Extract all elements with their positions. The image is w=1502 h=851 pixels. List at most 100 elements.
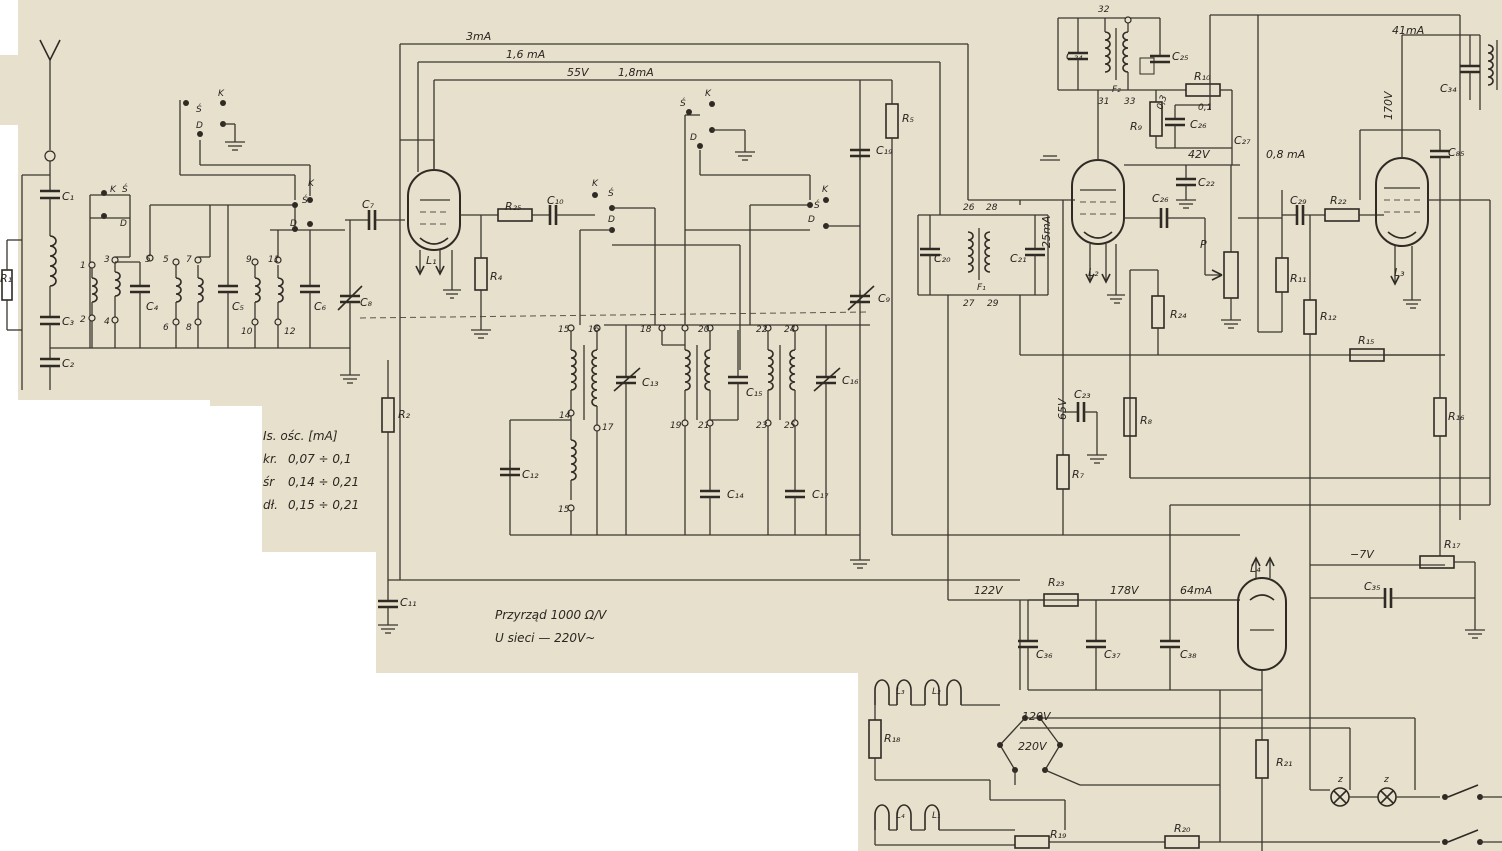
osc-row-kr-band: kr. <box>263 452 278 466</box>
label-heater-l2: L₂ <box>932 687 941 697</box>
label-r4: R₄ <box>490 270 503 283</box>
label-r17: R₁₇ <box>1444 538 1461 551</box>
node-28: 28 <box>986 203 998 213</box>
label-r9: R₉ <box>1130 120 1143 133</box>
label-r16: R₁₆ <box>1448 410 1465 423</box>
node-22: 22 <box>756 325 768 335</box>
label-r23: R₂₃ <box>1048 576 1065 589</box>
label-r12: R₁₂ <box>1320 310 1337 323</box>
label-f1: F₁ <box>977 283 986 293</box>
label-tap-220v: 220V <box>1018 740 1048 753</box>
antenna-input-section <box>1 39 61 390</box>
current-18ma: 1,8mA <box>618 66 654 79</box>
if-transformer-2 <box>1057 16 1233 165</box>
label-f2: F₂ <box>1112 85 1121 95</box>
node-17: 17 <box>602 423 614 433</box>
mixer-input <box>337 210 871 348</box>
voltage-178v: 178V <box>1110 584 1140 597</box>
label-c1: C₁ <box>62 190 74 203</box>
node-29: 29 <box>987 299 999 309</box>
label-l3: L₃ <box>1394 266 1405 279</box>
node-32: 33 <box>1124 97 1136 107</box>
osc-table-header: Is. ośc. [mA] <box>263 429 338 443</box>
label-switch-k3: K <box>218 89 225 99</box>
node-15a: 15 <box>558 325 570 335</box>
label-c4: C₄ <box>146 300 159 313</box>
osc-row-dl-band: dł. <box>263 498 278 512</box>
label-l2: L₂ <box>1088 266 1099 279</box>
osc-row-kr-range: 0,07 ÷ 0,1 <box>288 452 352 466</box>
current-08ma: 0,8 mA <box>1266 148 1305 161</box>
label-c19: C₁₉ <box>876 144 893 157</box>
node-16: 16 <box>588 325 600 335</box>
measurement-notes: Przyrząd 1000 Ω/V U sieci — 220V~ <box>495 608 607 645</box>
label-r19: R₁₉ <box>1050 828 1067 841</box>
node-18: 18 <box>640 325 652 335</box>
label-c35: C₃₅ <box>1364 580 1381 593</box>
label-lamp-2: z <box>1383 775 1389 785</box>
voltage-neg7v: −7V <box>1350 548 1375 561</box>
node-31: 32 <box>1098 5 1110 15</box>
node-25: 25 <box>784 421 796 431</box>
node-23: 23 <box>756 421 768 431</box>
voltage-170v: 170V <box>1382 90 1395 120</box>
label-r20: R₂₀ <box>1174 822 1191 835</box>
label-r11: R₁₁ <box>1290 272 1306 285</box>
label-c2: C₂ <box>62 357 75 370</box>
label-switch-k6: K <box>822 185 829 195</box>
label-r24: R₂₄ <box>1170 308 1187 321</box>
node-2: 2 <box>80 315 86 325</box>
volume-and-bias <box>1211 15 1445 790</box>
power-supply <box>1018 545 1485 851</box>
label-switch-k4: K <box>592 179 599 189</box>
current-25ma: 25mA <box>1040 216 1053 248</box>
label-c37: C₃₇ <box>1104 648 1121 661</box>
label-c8: C₈ <box>360 296 373 309</box>
label-r7: R₇ <box>1072 468 1085 481</box>
label-pot: P <box>1200 238 1207 251</box>
label-switch-d5: D <box>690 133 697 143</box>
meter-note: Przyrząd 1000 Ω/V <box>495 608 607 622</box>
label-switch-d6: D <box>808 215 815 225</box>
label-l1: L₁ <box>426 254 437 267</box>
label-r8: R₈ <box>1140 414 1153 427</box>
label-tap-120v: 120V <box>1022 710 1052 723</box>
label-c10: C₁₀ <box>547 194 564 207</box>
voltage-65v: 65V <box>1056 397 1069 420</box>
label-c38: C₃₈ <box>1180 648 1197 661</box>
label-c29: C₂₉ <box>1290 194 1307 207</box>
label-c36: C₃₆ <box>1036 648 1053 661</box>
node-19: 19 <box>670 421 682 431</box>
screen-supply <box>1056 200 1131 535</box>
node-30: 31 <box>1098 97 1109 107</box>
label-switch-d4: D <box>608 215 615 225</box>
node-21: 21 <box>698 421 709 431</box>
label-r25: R₂₅ <box>505 200 521 213</box>
label-r2: R₂ <box>398 408 411 421</box>
node-5: 5 <box>145 255 151 265</box>
label-c26a: C₂₆ <box>1190 118 1207 131</box>
oscillator-current-table: Is. ośc. [mA] kr. 0,07 ÷ 0,1 śr 0,14 ÷ 0… <box>263 429 359 512</box>
node-5b: 5 <box>163 255 169 265</box>
mixer-passives <box>378 205 1020 634</box>
current-3ma: 3mA <box>466 30 491 43</box>
tube-l2 <box>1040 90 1490 479</box>
label-switch-d3: D <box>196 121 203 131</box>
node-7: 7 <box>186 255 192 265</box>
label-r1: R₁ <box>0 272 12 285</box>
label-lamp-1: z <box>1337 775 1343 785</box>
osc-row-dl-range: 0,15 ÷ 0,21 <box>288 498 359 512</box>
oscillator-section <box>500 80 1240 569</box>
label-c5: C₅ <box>232 300 244 313</box>
label-c13: C₁₃ <box>642 376 659 389</box>
tube-l3 <box>1160 14 1498 690</box>
voltage-55v: 55V <box>567 66 590 79</box>
label-c21: C₂₁ <box>1010 252 1027 265</box>
label-r21: R₂₁ <box>1276 756 1292 769</box>
node-8: 8 <box>186 323 192 333</box>
label-switch-s2: Ś <box>302 194 308 206</box>
label-heater-l1: L₁ <box>932 811 941 821</box>
label-switch-s4: Ś <box>608 187 614 199</box>
current-16ma: 1,6 mA <box>506 48 545 61</box>
